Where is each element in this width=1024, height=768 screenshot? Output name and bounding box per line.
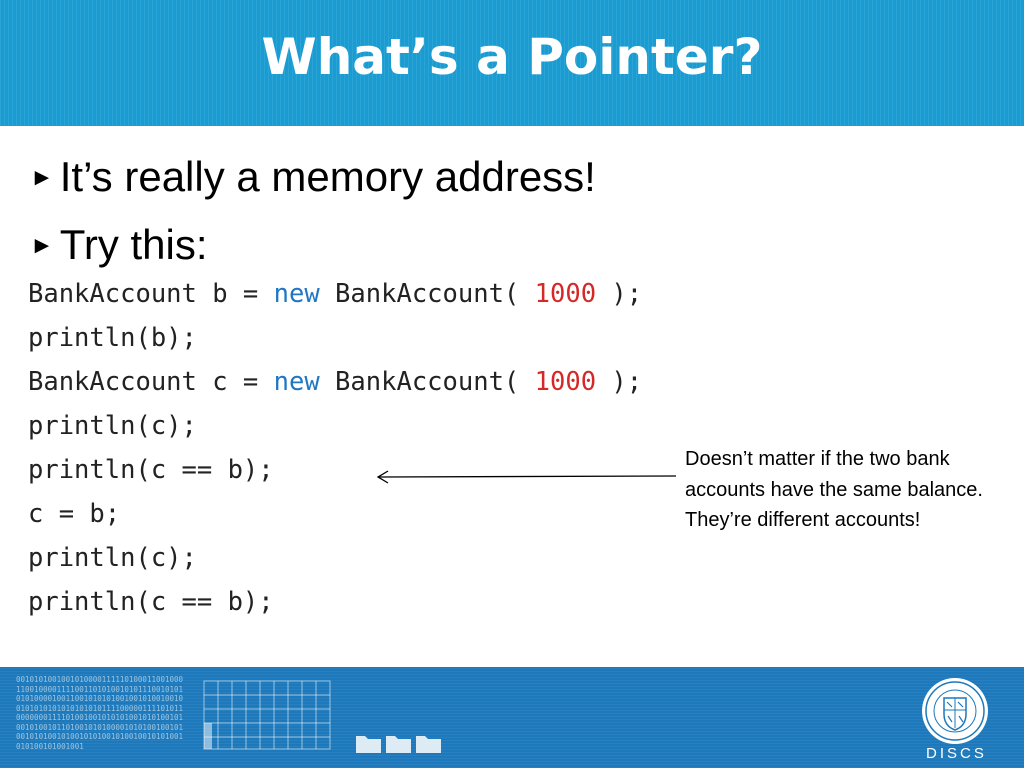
code-line-6: c = b; [28, 499, 121, 529]
code-number: 1000 [534, 279, 597, 309]
folder-icon [356, 736, 441, 753]
code-segment: BankAccount b = [28, 279, 274, 309]
code-segment: BankAccount c = [28, 367, 274, 397]
code-line-1: BankAccount b = new BankAccount( 1000 ); [28, 279, 643, 309]
bullet-text: It’s really a memory address! [59, 153, 596, 200]
slide-title: What’s a Pointer? [261, 28, 763, 86]
code-keyword: new [273, 367, 320, 397]
triangle-bullet-icon: ► [30, 164, 54, 191]
code-segment: ); [596, 279, 643, 309]
code-line-4: println(c); [28, 411, 197, 441]
code-segment: BankAccount( [319, 279, 535, 309]
callout-note: Doesn’t matter if the two bank accounts … [685, 448, 983, 531]
code-line-2: println(b); [28, 323, 197, 353]
triangle-bullet-icon: ► [30, 232, 54, 259]
code-keyword: new [273, 279, 320, 309]
grid-chart-icon [203, 680, 331, 750]
org-name: DISCS [926, 745, 987, 762]
code-line-8: println(c == b); [28, 587, 274, 617]
code-line-3: BankAccount c = new BankAccount( 1000 ); [28, 367, 643, 397]
code-line-5: println(c == b); [28, 455, 274, 485]
footer-band: 0010101001001010000111110100011001000110… [0, 667, 1024, 768]
code-segment: ); [596, 367, 643, 397]
binary-pattern: 0010101001001010000111110100011001000110… [16, 675, 184, 751]
code-segment: BankAccount( [319, 367, 535, 397]
bullet-text: Try this: [59, 221, 208, 268]
university-seal-icon [922, 678, 988, 744]
arrow-left-icon [376, 470, 677, 484]
bullet-1: ►It’s really a memory address! [30, 156, 596, 198]
bullet-2: ►Try this: [30, 224, 208, 266]
title-bar: What’s a Pointer? [0, 0, 1024, 126]
code-line-7: println(c); [28, 543, 197, 573]
code-number: 1000 [534, 367, 597, 397]
